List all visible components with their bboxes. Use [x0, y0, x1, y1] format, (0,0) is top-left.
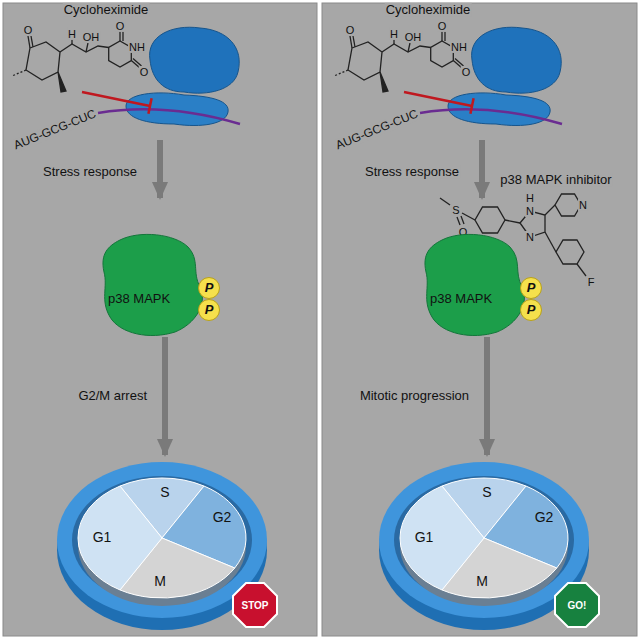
phase-label: M [145, 572, 175, 592]
atom-label: N [525, 205, 535, 217]
protein-outline [422, 232, 532, 337]
cycloheximide-structure [28, 36, 30, 48]
go-sign: GO! [554, 582, 600, 628]
cycloheximide-structure [26, 42, 60, 80]
atom-label: O [345, 24, 356, 36]
protein-name: p38 MAPK [108, 292, 170, 306]
cycloheximide-structure [119, 31, 120, 41]
phase-label: G2 [526, 508, 562, 528]
atom-label: NH [128, 41, 146, 53]
inhibitor-structure [545, 232, 556, 252]
protein-shape: p38 MAPKPP [100, 232, 210, 337]
step-label: Stress response [42, 165, 138, 179]
cycloheximide-structure [58, 72, 66, 92]
phosphate-mark: P [205, 281, 214, 295]
atom-label: O [139, 66, 150, 78]
sign-text: GO! [568, 600, 587, 611]
compound-name: Cycloheximide [385, 3, 472, 17]
atom-label: N [578, 199, 588, 211]
inhibitor-structure [577, 264, 586, 276]
atom-label: N [525, 231, 535, 243]
atom-label: O [23, 24, 34, 36]
cycloheximide-structure [31, 36, 33, 47]
ribosome [98, 27, 240, 125]
atom-label: S [451, 204, 460, 216]
process-arrow [484, 337, 490, 455]
protein-outline [100, 232, 210, 337]
inhibition-line [82, 92, 150, 106]
atom-label: NH [450, 41, 468, 53]
phosphate-mark: P [205, 303, 214, 317]
phase-label: G2 [204, 508, 240, 528]
inhibition-line [148, 98, 151, 114]
phase-name: G2 [213, 510, 232, 525]
step-label: G2/M arrest [76, 389, 149, 403]
phase-wedges [78, 478, 246, 598]
phase-name: G2 [535, 510, 554, 525]
sign-outline [233, 583, 277, 627]
sign-outline [555, 583, 599, 627]
cycloheximide-structure [86, 43, 88, 52]
sign-text: STOP [241, 600, 268, 611]
cycloheximide-structure [12, 70, 26, 76]
stop-sign: STOP [232, 582, 278, 628]
panel-art [334, 27, 589, 630]
atom-label: OH [404, 31, 423, 43]
atom-label: O [115, 20, 126, 32]
inhibitor-structure [475, 207, 505, 233]
panel-ground [3, 3, 317, 636]
cycloheximide-structure [60, 44, 109, 52]
phosphate-circle: P [198, 299, 220, 321]
cycloheximide-structure [122, 31, 123, 41]
protein-outline [425, 234, 524, 335]
step-label: Mitotic progression [358, 389, 471, 403]
phase-label: G1 [406, 528, 442, 548]
phosphate-circle: P [520, 277, 542, 299]
protein-shape: p38 MAPKPP [422, 232, 532, 337]
inhibitor-structure [545, 205, 555, 215]
phase-name: S [160, 485, 169, 500]
atom-label: H [389, 28, 399, 40]
step-label: Stress response [364, 165, 460, 179]
cycloheximide-structure [133, 59, 142, 67]
inhibitor-structure [556, 240, 584, 264]
process-arrow [162, 337, 168, 455]
inhibitor-structure [462, 213, 475, 220]
protein-name: p38 MAPK [430, 292, 492, 306]
atom-label: H [525, 192, 535, 204]
atom-label: H [67, 28, 77, 40]
phase-label: M [467, 572, 497, 592]
phosphate-circle: P [520, 299, 542, 321]
inhibitor-structure [505, 220, 520, 223]
atom-label: F [587, 276, 596, 288]
phase-name: G1 [93, 530, 112, 545]
phase-label: S [467, 455, 507, 500]
protein-outline [103, 234, 202, 335]
panel-ground [322, 3, 637, 636]
atom-label: O [437, 20, 448, 32]
phase-name: M [476, 574, 488, 589]
phosphate-circle: P [198, 277, 220, 299]
phosphate-mark: P [527, 281, 536, 295]
atom-label: O [461, 66, 472, 78]
cycloheximide-structure [12, 31, 142, 92]
mrna-strand [98, 109, 240, 124]
phase-name: M [154, 574, 166, 589]
ribosome [150, 27, 240, 93]
phase-wedges [78, 486, 162, 590]
phase-label: S [145, 455, 185, 500]
atom-label: OH [82, 31, 101, 43]
inhibitor-structure [440, 198, 450, 205]
phase-label: G1 [84, 528, 120, 548]
inhibitor-structure [457, 217, 460, 225]
compound-name: p38 MAPK inhibitor [499, 173, 612, 187]
phase-name: S [482, 485, 491, 500]
compound-name: Cycloheximide [63, 3, 150, 17]
process-arrow [157, 140, 163, 198]
phosphate-mark: P [527, 303, 536, 317]
panel-art [12, 27, 267, 630]
inhibitor-structure [461, 216, 464, 224]
phase-name: G1 [415, 530, 434, 545]
